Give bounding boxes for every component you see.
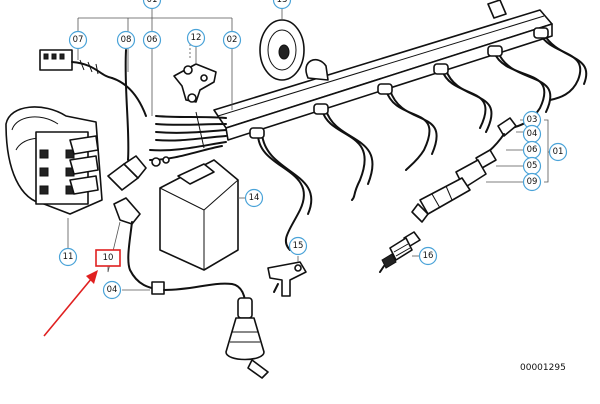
callout-label: 09 [527,177,538,187]
callout-c13[interactable]: 13 [272,0,292,10]
callout-circle [548,142,568,162]
control-unit-14 [159,159,239,271]
callout-layer: 01 13 07 08 06 12 02 03 04 06 05 09 01 14 11 15 16 04 [58,0,568,300]
callout-circle [58,247,78,267]
callout-circle [68,30,88,50]
callout-circle [522,172,542,192]
callout-circle [244,188,264,208]
callout-c12[interactable]: 12 [186,28,206,48]
coil-lead-10 [113,197,247,313]
callout-label: 16 [423,251,434,261]
callout-c01r[interactable]: 01 [548,142,568,162]
callout-label: 15 [293,241,304,251]
bracket-15 [267,261,307,297]
plug-connector [411,117,517,223]
callout-label: 04 [527,129,538,139]
callout-label: 01 [553,147,564,157]
rubber-boot [225,297,269,379]
callout-circle [288,236,308,256]
callout-circle [102,280,122,300]
callout-label: 02 [227,35,238,45]
connector-plug [39,49,147,117]
callout-c06[interactable]: 06 [142,30,162,50]
callout-c04r[interactable]: 04 [522,124,542,144]
callout-c01top[interactable]: 01 [142,0,162,10]
callout-c02[interactable]: 02 [222,30,242,50]
top-bracket [77,6,233,32]
callout-label: 07 [73,35,84,45]
callout-c03[interactable]: 03 [522,110,542,130]
callout-c07[interactable]: 07 [68,30,88,50]
callout-c04b[interactable]: 04 [102,280,122,300]
callout-c05[interactable]: 05 [522,156,542,176]
callout-c09[interactable]: 09 [522,172,542,192]
callout-label: 11 [63,252,74,262]
callout-circle [142,30,162,50]
highlighted-label: 10 [103,253,114,263]
callout-circle [418,246,438,266]
callout-label: 12 [191,33,202,43]
callout-c06r[interactable]: 06 [522,140,542,160]
lead-rail [213,0,553,141]
callout-circle [272,0,292,10]
pointer-arrow [43,270,98,337]
callout-label: 05 [527,161,538,171]
callout-c14[interactable]: 14 [244,188,264,208]
callout-label: 08 [121,35,132,45]
callout-c15[interactable]: 15 [288,236,308,256]
callout-c16[interactable]: 16 [418,246,438,266]
callout-c08[interactable]: 08 [116,30,136,50]
callout-label: 04 [107,285,118,295]
wire-bundle [149,111,227,161]
callout-label: 01 [147,0,158,5]
distributor-cap [5,106,103,215]
highlighted-callout-10[interactable]: 10 [95,249,121,267]
callout-circle [116,30,136,50]
drawing-reference-number: 00001295 [520,363,566,373]
pulley-13 [259,8,305,81]
callout-circle [142,0,162,10]
callout-c11[interactable]: 11 [58,247,78,267]
callout-label: 13 [277,0,288,5]
callout-label: 06 [527,145,538,155]
callout-label: 06 [147,35,158,45]
callout-circle [222,30,242,50]
spark-plug-16 [379,231,421,273]
callout-label: 14 [249,193,260,203]
angled-plug-08 [107,49,170,191]
callout-circle [186,28,206,48]
bracket-12 [173,40,217,103]
plug-leads [249,27,588,251]
callout-label: 03 [527,115,538,125]
